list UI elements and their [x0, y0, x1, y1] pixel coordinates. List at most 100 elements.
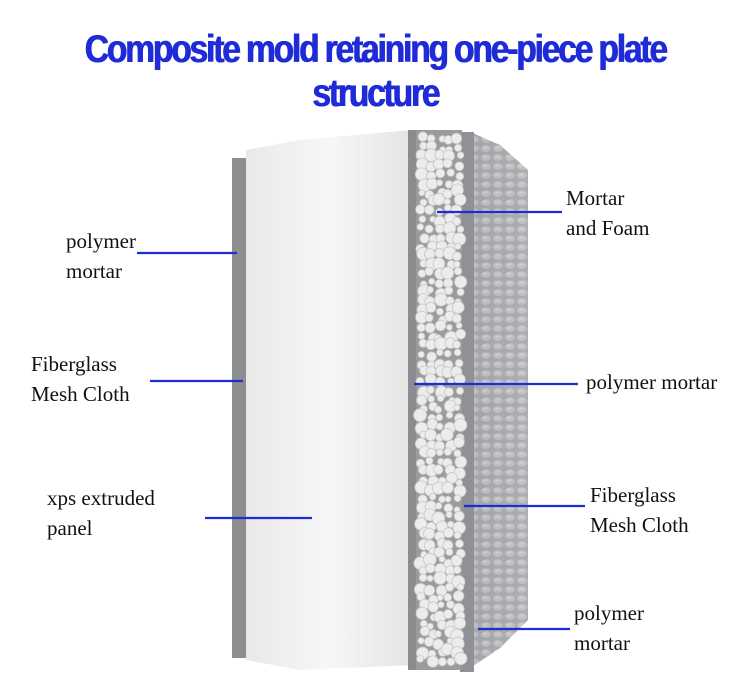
foam-bead: [428, 277, 436, 285]
foam-bead: [453, 565, 462, 575]
foam-bead: [456, 225, 465, 234]
foam-bead: [456, 151, 465, 159]
foam-bead: [443, 197, 451, 206]
foam-bead: [418, 573, 428, 582]
foam-bead: [435, 422, 444, 431]
foam-bead: [415, 606, 429, 620]
foam-bead: [443, 609, 454, 620]
foam-bead: [434, 405, 443, 414]
label-left-polymer-mortar: polymer mortar: [66, 229, 136, 283]
foam-bead: [424, 266, 434, 276]
foam-bead: [424, 224, 434, 234]
foam-bead: [454, 275, 468, 289]
foam-bead: [451, 300, 465, 314]
foam-bead: [435, 448, 444, 457]
foam-bead: [453, 193, 467, 207]
foam-bead: [453, 418, 468, 432]
foam-bead: [425, 563, 436, 574]
label-bottom-polymer-mortar: polymer mortar: [574, 601, 644, 655]
foam-bead: [455, 386, 464, 395]
foam-bead: [446, 168, 455, 177]
label-right-polymer-mortar: polymer mortar: [586, 370, 718, 394]
foam-bead: [445, 323, 453, 331]
foam-bead: [450, 554, 463, 567]
foam-bead: [443, 349, 452, 358]
foam-bead: [452, 340, 461, 349]
foam-bead: [415, 204, 426, 215]
foam-bead: [433, 464, 444, 475]
foam-bead: [419, 625, 431, 637]
foam-bead: [453, 348, 462, 357]
foam-bead: [416, 394, 428, 406]
foam-bead: [429, 493, 437, 501]
foam-bead: [443, 204, 452, 212]
foam-bead: [418, 215, 427, 223]
foam-bead: [426, 447, 437, 458]
foam-bead: [414, 167, 429, 181]
outer-mortar-strip: [460, 132, 474, 672]
foam-bead: [426, 177, 439, 190]
foam-bead: [426, 351, 437, 363]
foam-bead: [446, 657, 456, 666]
foam-bead: [423, 584, 436, 597]
foam-bead: [454, 358, 464, 368]
foam-bead: [417, 332, 426, 340]
foam-bead: [413, 408, 428, 423]
foam-bead: [453, 403, 461, 411]
foam-bead: [436, 394, 445, 402]
foam-bead: [434, 630, 442, 638]
foam-bead: [426, 385, 435, 395]
foam-bead: [425, 301, 437, 313]
foam-bead: [436, 179, 444, 187]
foam-bead: [438, 555, 446, 563]
foam-bead: [434, 502, 443, 510]
foam-bead: [453, 617, 467, 630]
foam-bead: [454, 651, 468, 666]
foam-bead: [438, 495, 447, 504]
foam-bead: [443, 527, 454, 539]
foam-bead: [453, 267, 463, 276]
foam-bead: [453, 260, 461, 269]
label-right-fiberglass: Fiberglass Mesh Cloth: [590, 483, 689, 537]
foam-bead: [453, 510, 465, 522]
foam-bead: [452, 590, 465, 602]
foam-bead: [445, 411, 454, 419]
foam-bead: [416, 223, 424, 231]
foam-bead: [433, 571, 448, 585]
foam-bead: [417, 637, 425, 645]
foam-bead: [436, 594, 444, 602]
foam-bead: [432, 257, 446, 271]
mortar-foam-core: [413, 130, 468, 670]
foam-bead: [453, 494, 462, 503]
foam-bead: [453, 143, 463, 152]
foam-bead: [443, 593, 453, 602]
left-mortar-strip: [232, 158, 246, 658]
foam-bead: [450, 132, 463, 145]
label-xps-panel: xps extruded panel: [47, 486, 155, 540]
foam-bead: [456, 288, 465, 297]
foam-bead: [416, 323, 426, 333]
foam-bead: [424, 313, 434, 323]
foam-bead: [434, 279, 444, 289]
foam-bead: [426, 655, 439, 668]
foam-bead: [417, 131, 428, 142]
foam-bead: [444, 286, 454, 296]
foam-bead: [435, 413, 444, 422]
label-mortar-foam: Mortar and Foam: [566, 186, 650, 240]
foam-bead: [452, 251, 462, 262]
foam-bead: [426, 574, 434, 582]
foam-bead: [426, 286, 434, 294]
foam-bead: [454, 242, 462, 250]
foam-bead: [435, 307, 444, 316]
foam-bead: [445, 548, 454, 557]
foam-bead: [432, 192, 446, 206]
foam-bead: [427, 395, 435, 403]
foam-bead: [436, 348, 444, 357]
foam-bead: [440, 266, 455, 280]
side-face: [470, 132, 528, 668]
foam-bead: [445, 510, 453, 519]
foam-bead: [444, 387, 454, 397]
foam-bead: [455, 322, 463, 329]
foam-bead: [418, 189, 426, 197]
foam-bead: [451, 313, 462, 324]
